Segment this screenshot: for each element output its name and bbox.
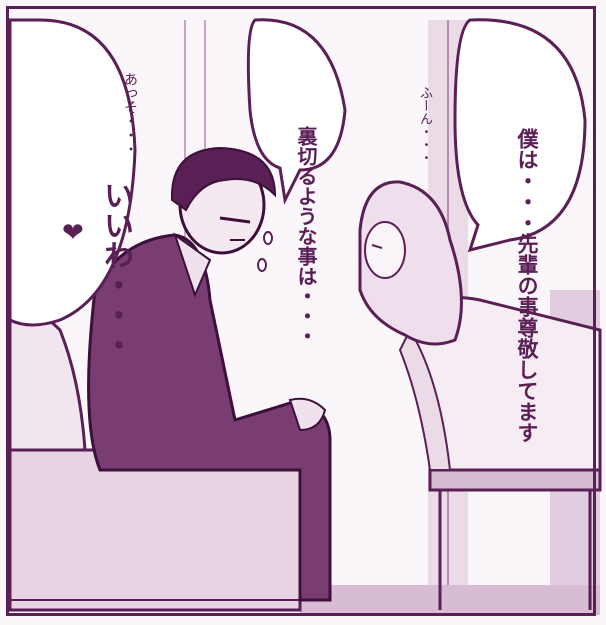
- sweat-drop: [263, 231, 273, 245]
- speech-bubble-kohai: [453, 18, 587, 253]
- sfx-fuun: ふーん・・・: [417, 86, 432, 164]
- senpai-line-1: 裏切る: [294, 126, 318, 186]
- sfx-aa-sou: あっそ・・・: [122, 72, 138, 156]
- kohai-line-3: 尊敬してます: [515, 317, 539, 443]
- senpai-line-2: ような: [294, 186, 318, 246]
- woman-arm: [398, 327, 452, 471]
- sweat-drop: [257, 258, 267, 272]
- man-shirt-collar: [173, 232, 212, 298]
- woman-dialogue: いいわ・・・: [64, 40, 166, 360]
- kohai-dialogue: 僕は・・・先輩の事尊敬してます: [486, 32, 567, 443]
- table-top: [428, 468, 602, 492]
- speech-bubble-woman: [8, 18, 137, 327]
- speech-bubble-senpai: [246, 18, 347, 205]
- woman-eye: [371, 244, 383, 249]
- man-hands: [288, 397, 327, 432]
- kohai-line-2: 先輩の事: [515, 233, 539, 317]
- woman-face: [364, 221, 406, 279]
- senpai-line-3: 事は・・・: [294, 246, 318, 346]
- floor: [300, 585, 600, 615]
- heart-icon: ❤: [62, 218, 84, 248]
- sofa-base: [8, 448, 302, 612]
- man-eye: [219, 216, 251, 224]
- kohai-line-1: 僕は・・・: [515, 128, 539, 233]
- woman-line-1: いいわ・・・: [98, 180, 133, 360]
- man-hair: [170, 146, 277, 212]
- senpai-dialogue: 裏切るような事は・・・: [270, 30, 342, 346]
